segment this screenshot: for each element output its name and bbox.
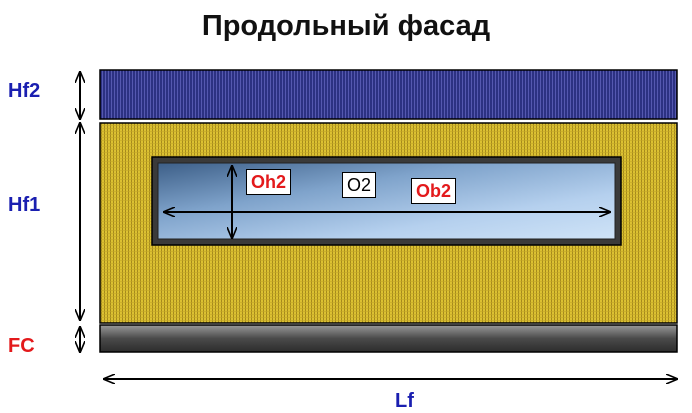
roof-band [99,69,678,120]
o2-label: O2 [342,172,377,198]
fc-label: FC [8,335,35,357]
hf1-label: Hf1 [8,194,41,216]
ob2-label: Ob2 [411,178,457,204]
oh2-label: Oh2 [246,169,292,195]
hf2-label: Hf2 [8,80,41,102]
page-title: Продольный фасад [201,10,491,42]
foundation [99,324,678,353]
window-glass [157,162,616,240]
lf-label: Lf [395,390,414,412]
